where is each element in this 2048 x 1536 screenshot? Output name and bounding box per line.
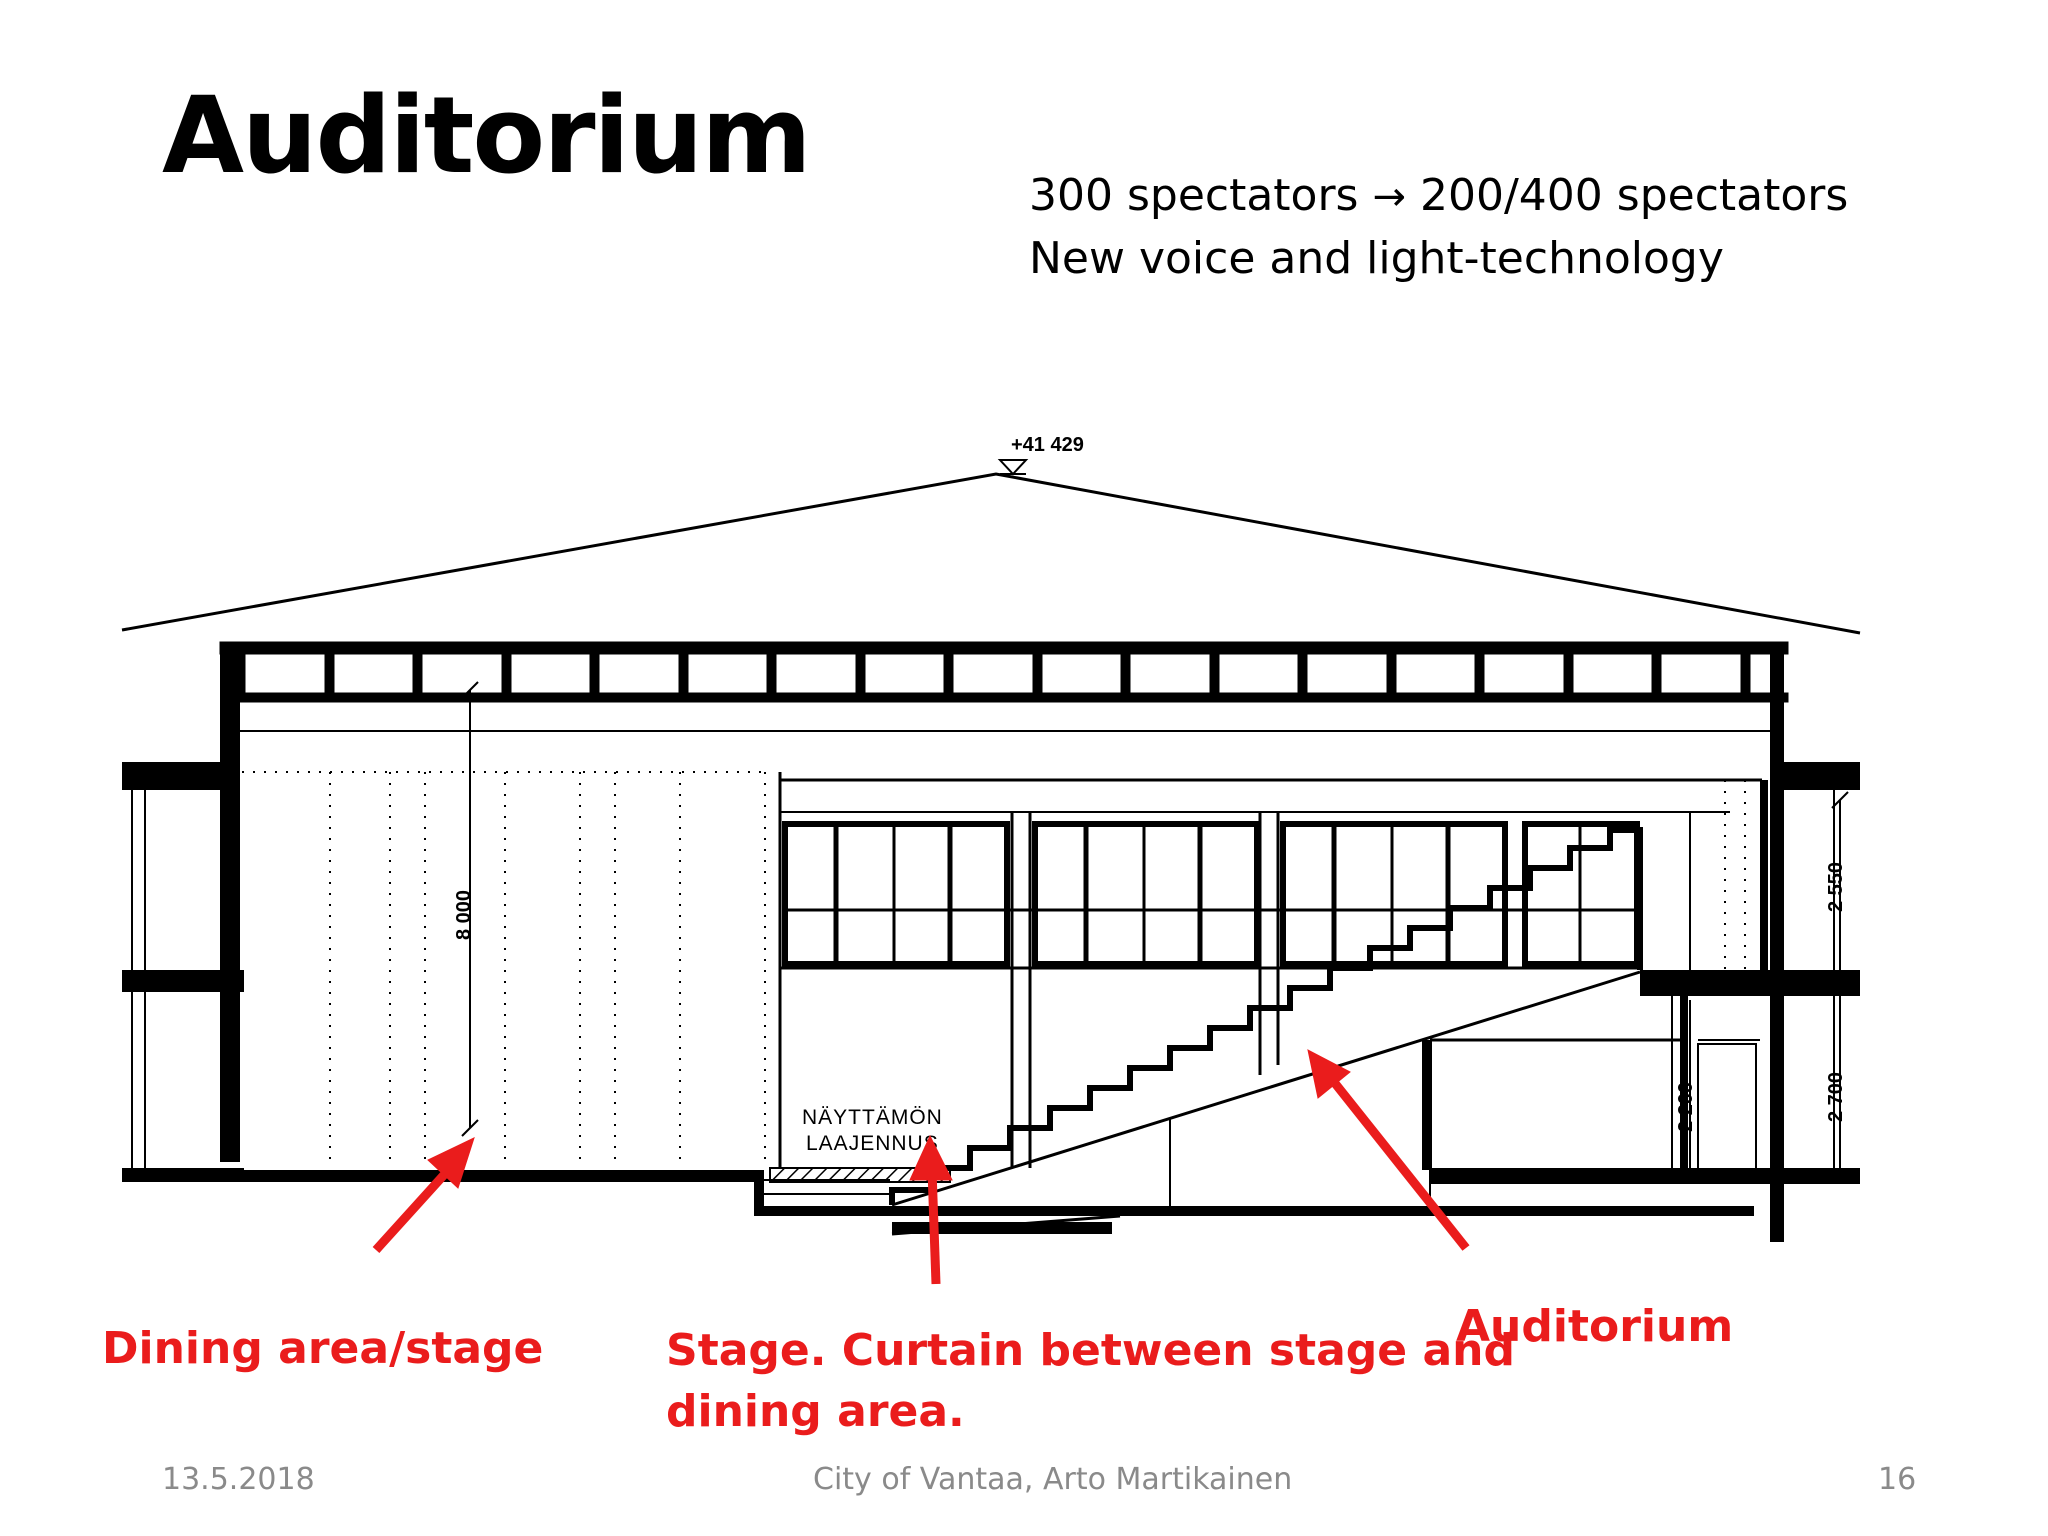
roof xyxy=(121,459,1861,635)
dim-upper-right-label: 2 550 xyxy=(1825,862,1847,912)
dining-arrow-head xyxy=(427,1137,475,1189)
right-annex-mid-slab xyxy=(1640,970,1860,996)
stage-text-line-2: LAAJENNUS xyxy=(806,1132,939,1155)
roof-line xyxy=(121,472,1861,635)
building-walls xyxy=(122,642,1860,1242)
dining-floor-slab xyxy=(232,1170,762,1182)
window-1 xyxy=(782,821,1010,967)
auditorium-seating xyxy=(889,827,1643,1207)
left-main-wall xyxy=(220,642,240,1162)
slide-subtitle: 300 spectators → 200/400 spectators New … xyxy=(1029,165,1848,289)
seating-steps xyxy=(889,827,1643,1205)
right-main-wall xyxy=(1770,642,1784,1242)
slide-title: Auditorium xyxy=(162,74,812,197)
left-annex-floor xyxy=(122,1168,244,1182)
stage-text-line-1: NÄYTTÄMÖN xyxy=(802,1106,943,1129)
lower-room-wall xyxy=(1422,1040,1432,1170)
dim-height-label: 8 000 xyxy=(453,890,475,940)
callout-dining: Dining area/stage xyxy=(102,1323,544,1374)
dining-arrow-shaft xyxy=(372,1162,456,1254)
ridge-level-marker xyxy=(997,459,1029,476)
left-annex-mid-slab xyxy=(122,970,244,992)
roof-truss xyxy=(219,641,1789,732)
window-3 xyxy=(1280,821,1508,967)
right-annex-roof xyxy=(1770,762,1860,790)
truss-top-chord xyxy=(219,641,1789,655)
dim-lower-right-label: 2 700 xyxy=(1825,1072,1847,1122)
pit-floor xyxy=(754,1206,1754,1216)
footer-page-number: 16 xyxy=(1878,1462,1917,1497)
stage-arrow-shaft xyxy=(927,1169,941,1285)
lower-room-wall-2 xyxy=(1680,990,1688,1170)
footer-author: City of Vantaa, Arto Martikainen xyxy=(813,1462,1293,1497)
stage-arrow-head xyxy=(909,1134,953,1181)
callout-arrows xyxy=(372,1049,1470,1285)
dim-lower-mid-label: 2 200 xyxy=(1675,1082,1697,1132)
callout-stage-line-1: Stage. Curtain between stage and xyxy=(666,1325,1515,1376)
window-2 xyxy=(1032,821,1260,967)
subtitle-line-1: 300 spectators → 200/400 spectators xyxy=(1029,165,1848,228)
auditorium-arrow-shaft xyxy=(1330,1079,1470,1251)
callout-stage-line-2: dining area. xyxy=(666,1386,965,1437)
pit-wall-left xyxy=(754,1170,764,1214)
inner-wall-right xyxy=(1760,780,1768,970)
curtain-dotted-lines xyxy=(242,771,1746,1168)
dimensions xyxy=(461,681,1849,1168)
right-arrow-icon: → xyxy=(1372,174,1406,220)
capacity-before: 300 spectators xyxy=(1029,170,1359,221)
left-annex-roof xyxy=(122,762,232,790)
capacity-after: 200/400 spectators xyxy=(1420,170,1849,221)
seating-slope xyxy=(891,970,1641,1207)
footer-date: 13.5.2018 xyxy=(162,1462,315,1497)
ridge-level-label: +41 429 xyxy=(1011,434,1084,456)
truss-posts xyxy=(235,653,1751,697)
callout-auditorium: Auditorium xyxy=(1456,1301,1734,1352)
auditorium-arrow-head xyxy=(1307,1049,1351,1099)
subtitle-line-2: New voice and light-technology xyxy=(1029,233,1724,284)
right-annex-floor xyxy=(1430,1168,1860,1184)
